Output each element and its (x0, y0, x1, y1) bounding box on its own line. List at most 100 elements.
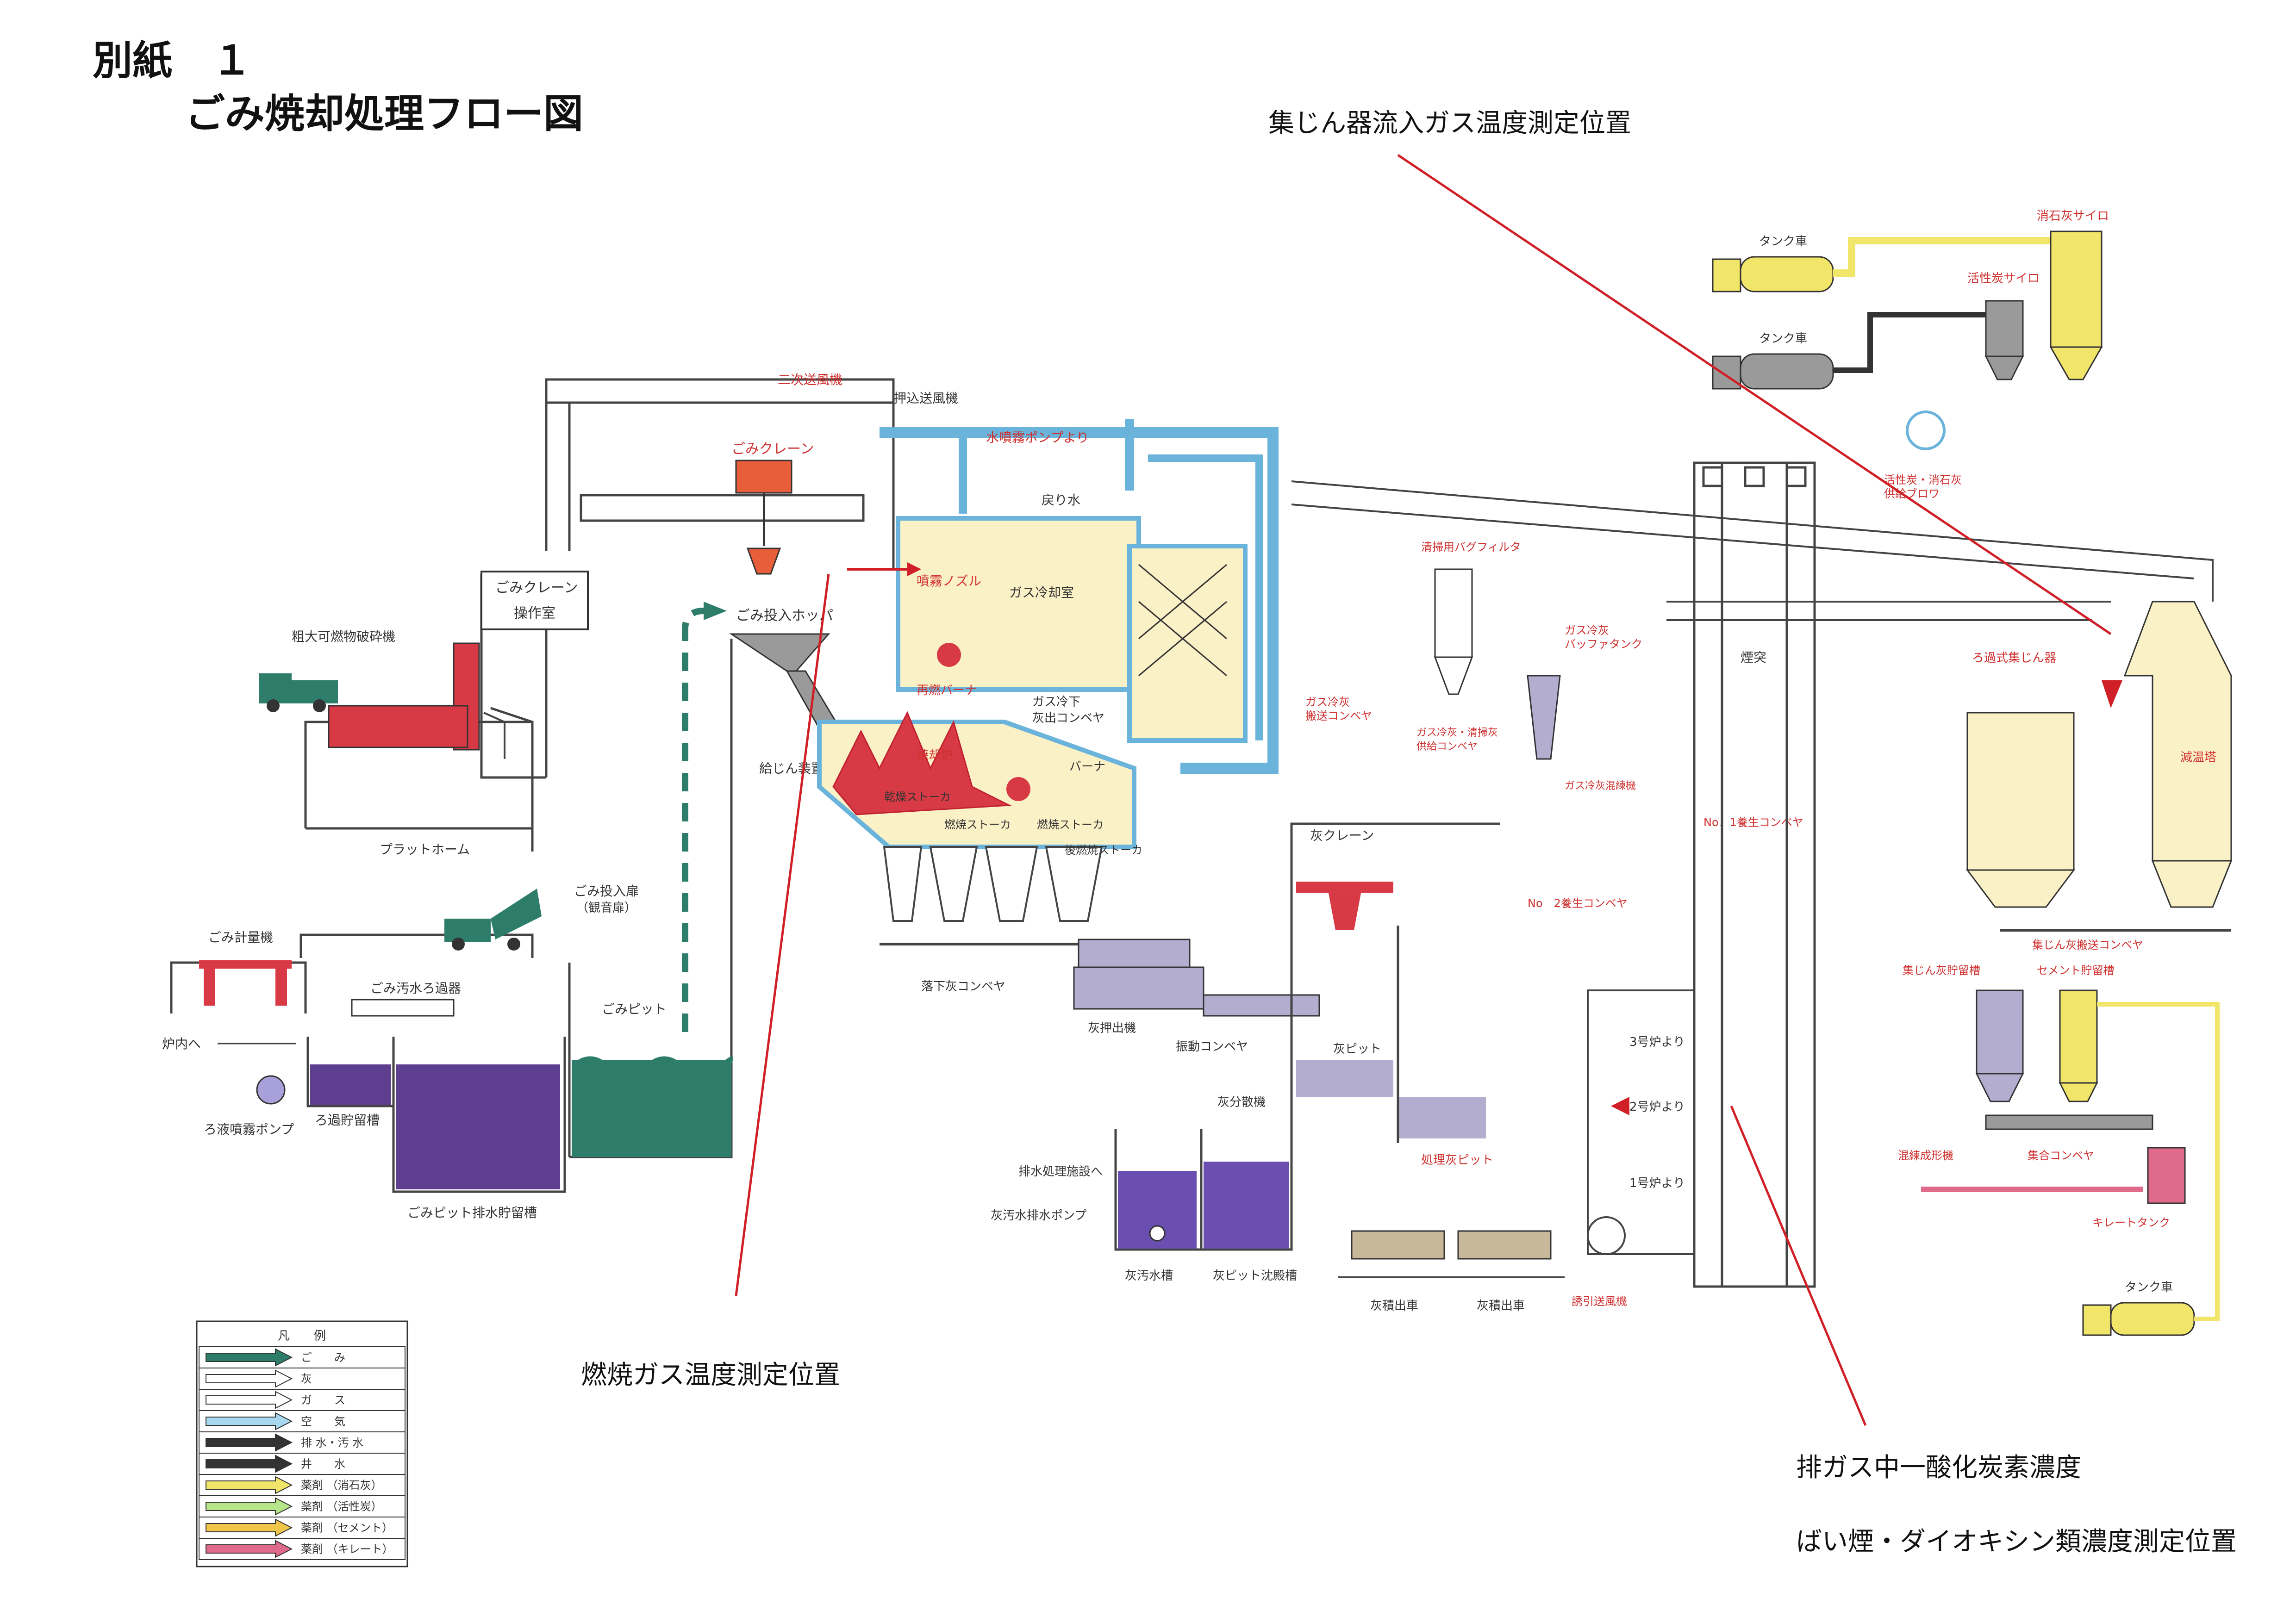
ash-truck-label-1: 灰積出車 (1370, 1299, 1418, 1313)
burner-icon (1006, 777, 1030, 801)
charging-door-label-1: ごみ投入扉 (574, 883, 639, 899)
cooling-tower (2123, 601, 2233, 908)
crane-room-label-1: ごみクレーン (495, 580, 578, 596)
legend-arrow-icon (206, 1476, 293, 1494)
flue-inlets (1587, 989, 1695, 1255)
annotation-combustion-gas: 燃焼ガス温度測定位置 (581, 1360, 840, 1390)
ash-water-tank-label: 灰汚水槽 (1125, 1269, 1173, 1283)
ash-water-tanks (1114, 1129, 1293, 1251)
bag-filter (1966, 712, 2075, 908)
blower-label-2: 供給ブロワ (1884, 487, 1940, 500)
feed-arrow-icon (704, 602, 727, 620)
dust-conveyor-label: 集じん灰搬送コンベヤ (2032, 939, 2143, 951)
chelate-tank (2147, 1147, 2186, 1204)
tank-truck-label-3: タンク車 (2125, 1281, 2173, 1294)
legend: 凡 例 ご み灰ガ ス空 気排 水・汚 水井 水薬剤 （消石灰）薬剤 （活性炭）… (196, 1320, 408, 1567)
legend-item: 薬剤 （活性炭） (199, 1495, 406, 1517)
blower-icon (1906, 410, 1946, 450)
pit-drain-tank-label: ごみピット排水貯留槽 (407, 1205, 537, 1220)
attachment-label: 別紙 １ (93, 37, 252, 84)
legend-item-label: 薬剤 （セメント） (301, 1521, 393, 1534)
combustion-stoker-label-1: 燃焼ストーカ (944, 818, 1011, 831)
ash-water-pump-label: 灰汚水排水ポンプ (991, 1209, 1086, 1223)
annotation-co-concentration: 排ガス中一酸化炭素濃度 (1796, 1453, 2081, 1483)
lime-silo (2049, 230, 2103, 380)
ash-pit-settling-label: 灰ピット沈殿槽 (1213, 1269, 1297, 1283)
kneader-conveyor (1985, 1114, 2153, 1130)
cooling-tower-label: 減温塔 (2180, 751, 2216, 765)
crane-room-label-2: 操作室 (514, 605, 555, 622)
bulky-crusher-label: 粗大可燃物破砕機 (292, 629, 395, 644)
chelate-tank-label: キレートタンク (2092, 1216, 2170, 1229)
legend-item: 空 気 (199, 1410, 406, 1432)
ash-extruder-label: 灰押出機 (1088, 1021, 1136, 1035)
lime-silo-label: 消石灰サイロ (2037, 209, 2109, 223)
tank-truck-label-2: タンク車 (1759, 332, 1807, 346)
legend-arrow-icon (206, 1391, 293, 1409)
garbage-scale: ごみ計量機 (170, 930, 307, 1014)
carbon-silo (1984, 300, 2024, 380)
annotation-dust-collector-inlet: 集じん器流入ガス温度測定位置 (1268, 108, 1631, 138)
reburn-burner-icon (937, 643, 961, 667)
from-no2-label: 2号炉より (1629, 1100, 1685, 1114)
spray-nozzle-label: 噴霧ノズル (917, 573, 981, 589)
furnace-label: 焼却炉 (917, 748, 953, 762)
filtrate-pump-icon (256, 1075, 286, 1105)
dust-storage (1975, 989, 2024, 1102)
collect-conveyor-label: 集合コンベヤ (2028, 1149, 2094, 1162)
filtrate-tank-label: ろ過貯留槽 (315, 1113, 380, 1128)
garbage-crane: ごみクレーン (731, 441, 814, 575)
spray-nozzle-arrow (847, 562, 921, 576)
legend-item-label: 薬剤 （活性炭） (301, 1500, 382, 1513)
gas-ash-buffer-label-1: ガス冷灰 (1565, 624, 1609, 637)
pit-label: ごみピット (602, 1001, 667, 1017)
carbon-silo-label: 活性炭サイロ (1967, 272, 2040, 286)
crane-operation-room: ごみクレーン 操作室 (480, 571, 589, 630)
tank-truck-bottom (2082, 1302, 2195, 1336)
collection-truck-icon (259, 673, 338, 712)
gas-duct (1291, 480, 2214, 621)
furnace-complex (817, 419, 1279, 968)
ash-water-pump-icon (1149, 1225, 1166, 1242)
legend-item-label: 井 水 (301, 1457, 345, 1470)
platform-label: プラットホーム (380, 842, 470, 857)
legend-arrow-icon (206, 1369, 293, 1388)
blower-label-1: 活性炭・消石灰 (1884, 473, 1962, 486)
no2-conveyor-label: No 2養生コンベヤ (1528, 897, 1628, 910)
gas-cooling-room-label: ガス冷却室 (1009, 585, 1074, 600)
falling-ash-conveyor-label: 落下灰コンベヤ (921, 980, 1005, 994)
legend-arrow-icon (206, 1348, 293, 1367)
treated-ash-pit-label: 処理灰ピット (1421, 1153, 1493, 1167)
kneader-label: 混練成形機 (1898, 1149, 1953, 1162)
gas-ash-transport-label-1: ガス冷灰 (1305, 696, 1350, 709)
dust-storage-label: 集じん灰貯留槽 (1903, 964, 1980, 977)
induced-fan-label: 誘引送風機 (1572, 1295, 1627, 1308)
garbage-pit: ごみピット (572, 1001, 734, 1157)
legend-item-label: 空 気 (301, 1415, 345, 1428)
bulky-crusher: 粗大可燃物破砕機 (292, 629, 505, 759)
lime-pipe (1833, 237, 2051, 277)
return-water-label: 戻り水 (1042, 492, 1080, 508)
garbage-feed-path (682, 608, 704, 1032)
legend-arrow-icon (206, 1412, 293, 1430)
legend-item: 薬剤 （キレート） (199, 1538, 406, 1560)
cement-pipe (2097, 1002, 2220, 1321)
to-wastewater-label: 排水処理施設へ (1018, 1165, 1103, 1179)
platform: プラットホーム ごみ投入扉 （観音扉） (299, 827, 639, 958)
legend-title: 凡 例 (278, 1329, 326, 1343)
ash-pit-label: 灰ピット (1333, 1042, 1381, 1056)
scale-label: ごみ計量機 (208, 930, 273, 945)
annotation-dioxin: ばい煙・ダイオキシン類濃度測定位置 (1796, 1527, 2237, 1557)
legend-item-label: 排 水・汚 水 (301, 1436, 363, 1449)
from-no3-label: 3号炉より (1629, 1035, 1685, 1049)
cleaning-bag-filter (1434, 568, 1561, 760)
gas-ash-buffer-label-2: バッファタンク (1565, 638, 1642, 651)
carbon-pipe (1833, 312, 1986, 373)
sewage-area: ごみ汚水ろ過器 炉内へ ろ液噴霧ポンプ ろ過貯留槽 ごみピット排水貯留槽 (162, 981, 566, 1220)
gas-ash-transport-label-2: 搬送コンベヤ (1305, 709, 1372, 722)
legend-item-label: 薬剤 （キレート） (301, 1542, 393, 1555)
legend-item-label: ご み (301, 1351, 345, 1364)
combustion-stoker-label-2: 燃焼ストーカ (1037, 818, 1104, 831)
filtrate-pump-label: ろ液噴霧ポンプ (204, 1122, 294, 1137)
